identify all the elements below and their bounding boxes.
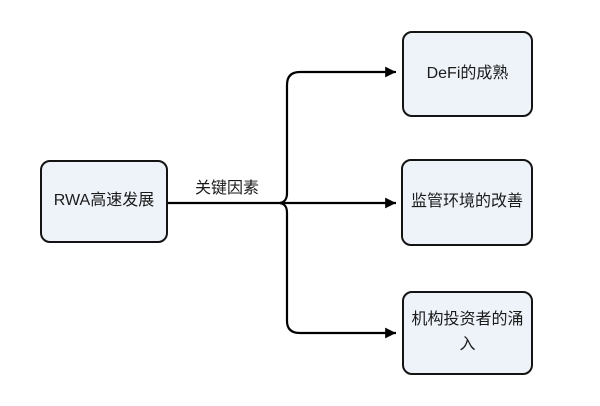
node-defi-maturity-label: DeFi的成熟 — [426, 64, 509, 82]
edge-label-key-factors: 关键因素 — [192, 174, 262, 198]
node-institutional-influx-label: 机构投资者的涌入 — [411, 311, 524, 353]
node-regulatory-improvement-label: 监管环境的改善 — [410, 193, 523, 211]
node-defi-maturity: DeFi的成熟 — [402, 31, 533, 117]
node-institutional-influx: 机构投资者的涌入 — [402, 291, 533, 375]
node-regulatory-improvement: 监管环境的改善 — [401, 159, 533, 246]
node-rwa-growth-label: RWA高速发展 — [53, 192, 155, 210]
edge-to-institutional — [279, 201, 396, 339]
edge-to-defi — [279, 66, 396, 205]
node-rwa-growth: RWA高速发展 — [40, 160, 168, 243]
